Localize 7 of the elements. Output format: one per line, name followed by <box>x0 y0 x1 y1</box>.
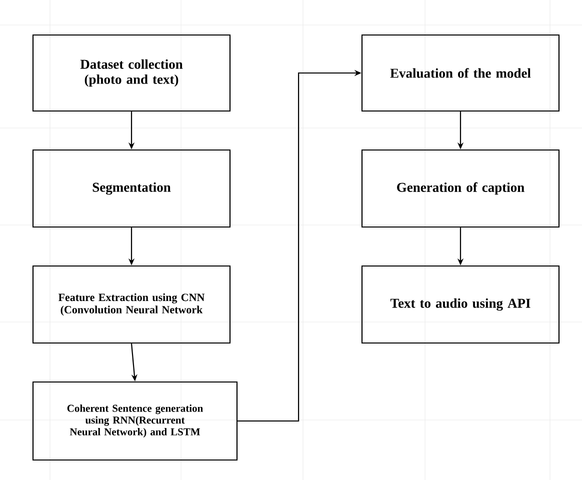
process-box: Evaluation of the model <box>361 34 560 112</box>
process-box: Text to audio using API <box>361 265 560 344</box>
process-box: Generation of caption <box>361 149 560 228</box>
process-box: Feature Extraction using CNN (Convolution Neural Network <box>32 265 231 344</box>
process-box: Coherent Sentence generation using RNN(Recurrent Neural Network) and LSTM <box>32 381 238 461</box>
process-box: Dataset collection (photo and text) <box>32 34 231 112</box>
process-box: Segmentation <box>32 149 231 228</box>
